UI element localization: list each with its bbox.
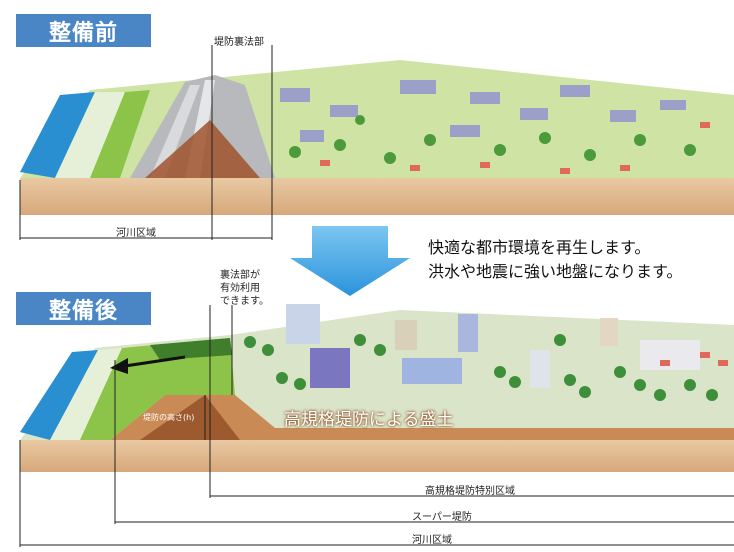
back-slope-note-1: 裏法部が	[220, 270, 260, 281]
levee-back-slope-label: 堤防裏法部	[214, 37, 264, 48]
before-houses	[320, 122, 710, 174]
after-river-zone-label: 河川区域	[412, 535, 452, 546]
after-embankment-core	[140, 395, 240, 440]
after-scene	[19, 304, 734, 547]
before-scene	[19, 45, 734, 240]
message-line-1: 快適な都市環境を再生します。	[428, 238, 651, 257]
after-title: 整備後	[16, 292, 151, 325]
before-levee-ribs	[150, 85, 200, 178]
before-levee-core	[145, 120, 260, 178]
before-city	[280, 80, 686, 142]
before-river	[20, 92, 95, 178]
levee-height-label: 堤防の高さ(h)	[143, 413, 195, 422]
back-slope-note-3: できます。	[220, 296, 269, 307]
before-grass-strip	[90, 90, 150, 178]
special-zone-label: 高規格堤防特別区域	[425, 486, 515, 497]
after-river-bank	[50, 348, 122, 440]
before-trees	[289, 115, 696, 164]
super-levee-label: スーパー堤防	[412, 512, 472, 523]
after-green-top	[150, 338, 232, 360]
before-soil	[20, 178, 734, 215]
after-trees	[244, 334, 718, 401]
down-arrow	[290, 226, 410, 296]
before-title: 整備前	[16, 14, 151, 47]
after-embankment-soil	[110, 395, 734, 440]
after-city	[286, 304, 700, 388]
after-flow-arrow	[124, 355, 186, 368]
after-flow-arrowhead	[110, 358, 128, 374]
before-river-bank	[55, 92, 125, 178]
embankment-label: 高規格堤防による盛土	[284, 410, 454, 430]
after-river	[20, 350, 98, 440]
after-soil	[20, 440, 734, 472]
back-slope-note-2: 有効利用	[220, 283, 260, 294]
message-line-2: 洪水や地震に強い地盤になります。	[428, 262, 683, 281]
after-houses	[660, 352, 728, 366]
before-river-zone-label: 河川区域	[116, 228, 156, 239]
